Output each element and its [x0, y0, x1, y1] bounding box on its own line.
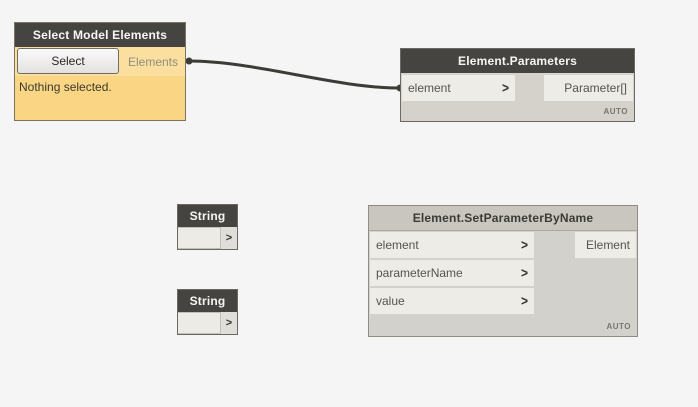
input-port-label: value: [376, 294, 405, 308]
string-node-body: >: [178, 227, 237, 249]
node-select-model-elements[interactable]: Select Model Elements Select Elements No…: [14, 22, 186, 121]
node-title-bar[interactable]: String: [178, 205, 237, 227]
output-port-element[interactable]: Element: [575, 232, 636, 258]
lacing-indicator: AUTO: [606, 322, 631, 331]
output-port-label: Element: [585, 238, 630, 252]
node-string-bottom[interactable]: String >: [177, 289, 238, 335]
node-title: Element.SetParameterByName: [412, 211, 594, 225]
select-node-port-row: Select Elements: [15, 47, 185, 76]
output-port-string[interactable]: >: [221, 227, 237, 249]
node-title-bar[interactable]: String: [178, 290, 237, 312]
input-port-element[interactable]: element >: [402, 75, 515, 101]
wire-start-dot[interactable]: [185, 57, 193, 65]
wire-elements-to-element[interactable]: [187, 59, 401, 90]
node-title-bar[interactable]: Element.Parameters: [401, 49, 634, 73]
node-title: Select Model Elements: [32, 28, 168, 42]
selection-status-text: Nothing selected.: [19, 80, 112, 94]
node-title-bar[interactable]: Element.SetParameterByName: [369, 206, 637, 231]
output-port-label: Parameter[]: [564, 81, 627, 95]
string-input[interactable]: [178, 227, 221, 249]
node-title: Element.Parameters: [458, 54, 577, 68]
select-button[interactable]: Select: [17, 48, 119, 74]
output-port-elements[interactable]: Elements: [121, 47, 185, 76]
input-port-parametername[interactable]: parameterName >: [370, 260, 534, 286]
node-string-top[interactable]: String >: [177, 204, 238, 250]
input-port-label: element: [408, 81, 451, 95]
chevron-right-icon: >: [225, 317, 233, 329]
chevron-right-icon: >: [501, 79, 509, 97]
lacing-indicator: AUTO: [603, 107, 628, 116]
node-title: String: [189, 294, 226, 308]
node-title: String: [189, 209, 226, 223]
node-title-bar[interactable]: Select Model Elements: [15, 23, 185, 47]
chevron-right-icon: >: [520, 292, 528, 310]
output-port-string[interactable]: >: [221, 312, 237, 334]
node-element-setparameterbyname[interactable]: Element.SetParameterByName element > par…: [368, 205, 638, 337]
input-port-value[interactable]: value >: [370, 288, 534, 314]
string-input[interactable]: [178, 312, 221, 334]
chevron-right-icon: >: [520, 264, 528, 282]
node-element-parameters[interactable]: Element.Parameters element > Parameter[]…: [400, 48, 635, 122]
input-port-label: element: [376, 238, 419, 252]
input-port-label: parameterName: [376, 266, 463, 280]
chevron-right-icon: >: [520, 236, 528, 254]
chevron-right-icon: >: [225, 232, 233, 244]
string-node-body: >: [178, 312, 237, 334]
output-port-label: Elements: [127, 54, 179, 69]
output-port-parameters[interactable]: Parameter[]: [544, 75, 633, 101]
input-port-element[interactable]: element >: [370, 232, 534, 258]
